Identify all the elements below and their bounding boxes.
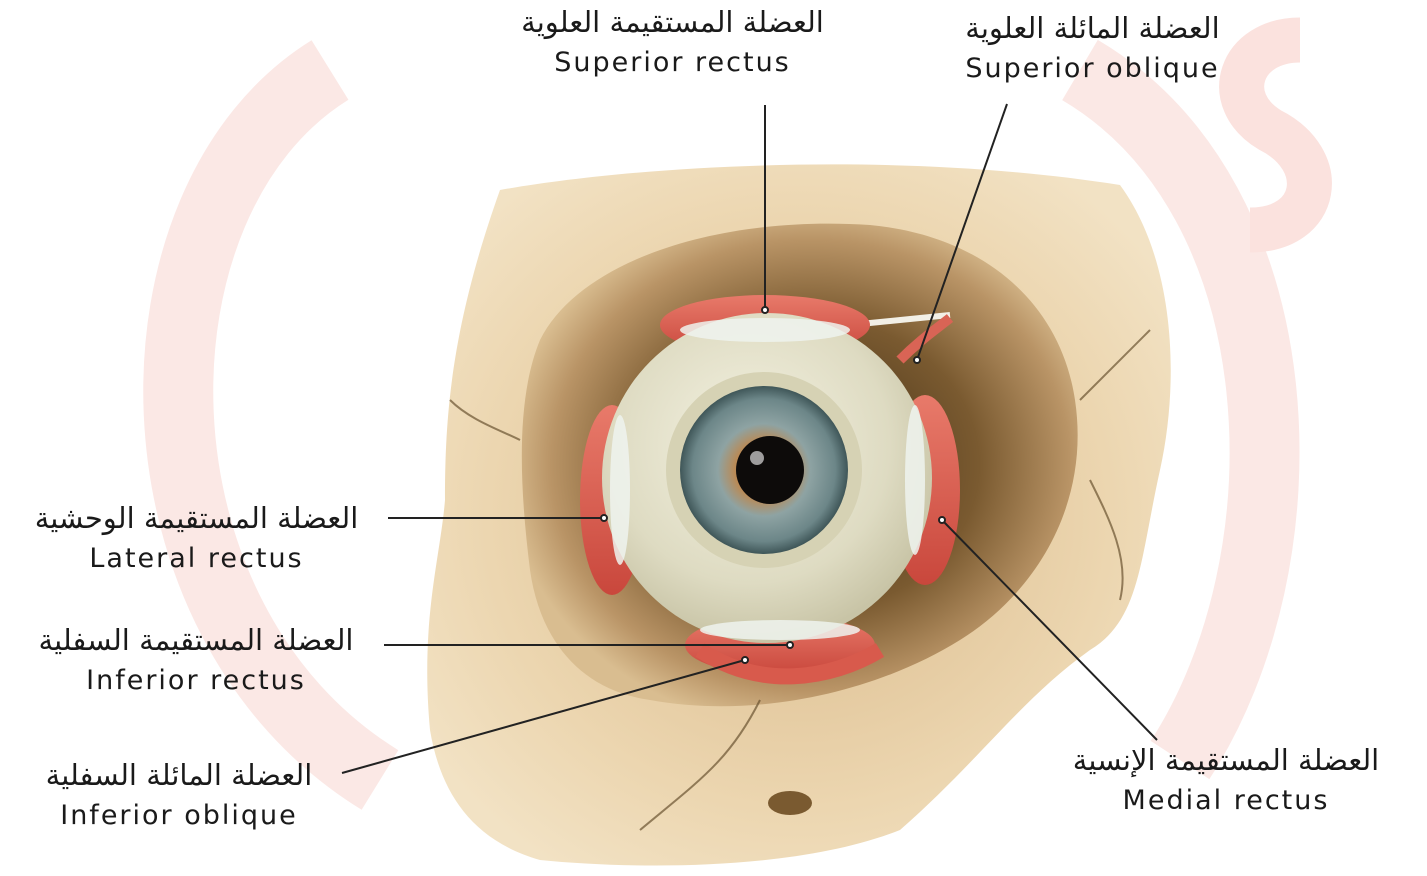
leader-dot-inferior-rectus xyxy=(787,642,793,648)
tendon-insertion-top xyxy=(680,318,850,342)
label-medial-rectus-ar: العضلة المستقيمة الإنسية xyxy=(1042,742,1410,778)
label-lateral-rectus-ar: العضلة المستقيمة الوحشية xyxy=(4,500,389,536)
pupil xyxy=(736,436,804,504)
corneal-reflection xyxy=(750,451,764,465)
leader-dot-superior-oblique xyxy=(914,357,920,363)
label-superior-rectus-en: Superior rectus xyxy=(490,46,855,80)
label-superior-rectus-ar: العضلة المستقيمة العلوية xyxy=(490,4,855,40)
label-inferior-oblique-en: Inferior oblique xyxy=(20,799,338,833)
label-lateral-rectus: العضلة المستقيمة الوحشية Lateral rectus xyxy=(4,500,389,576)
label-superior-rectus: العضلة المستقيمة العلوية Superior rectus xyxy=(490,4,855,80)
leader-dot-superior-rectus xyxy=(762,307,768,313)
label-inferior-rectus: العضلة المستقيمة السفلية Inferior rectus xyxy=(6,622,386,698)
label-inferior-oblique: العضلة المائلة السفلية Inferior oblique xyxy=(20,757,338,833)
leader-dot-inferior-oblique xyxy=(742,657,748,663)
label-superior-oblique-ar: العضلة المائلة العلوية xyxy=(940,10,1245,46)
tendon-insertion-right xyxy=(905,405,925,555)
label-inferior-rectus-en: Inferior rectus xyxy=(6,664,386,698)
label-superior-oblique: العضلة المائلة العلوية Superior oblique xyxy=(940,10,1245,86)
leader-dot-medial-rectus xyxy=(939,517,945,523)
label-inferior-rectus-ar: العضلة المستقيمة السفلية xyxy=(6,622,386,658)
tendon-insertion-left xyxy=(610,415,630,565)
tendon-insertion-bottom xyxy=(700,620,860,640)
label-lateral-rectus-en: Lateral rectus xyxy=(4,542,389,576)
watermark-s-glyph xyxy=(1242,40,1310,230)
leader-dot-lateral-rectus xyxy=(601,515,607,521)
foramen xyxy=(768,791,812,815)
label-inferior-oblique-ar: العضلة المائلة السفلية xyxy=(20,757,338,793)
label-medial-rectus: العضلة المستقيمة الإنسية Medial rectus xyxy=(1042,742,1410,818)
label-medial-rectus-en: Medial rectus xyxy=(1042,784,1410,818)
label-superior-oblique-en: Superior oblique xyxy=(940,52,1245,86)
